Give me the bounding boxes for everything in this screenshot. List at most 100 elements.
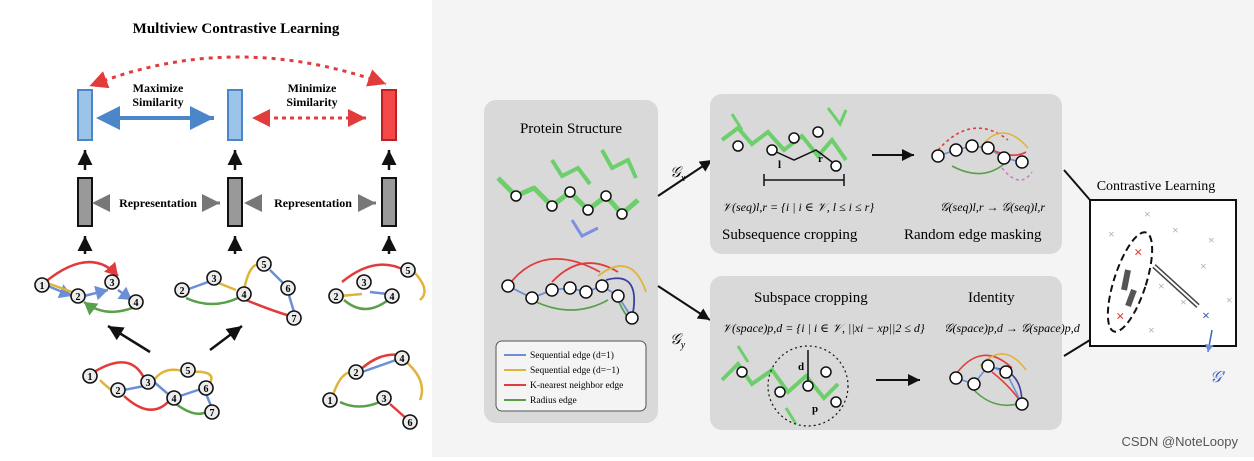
graph-node xyxy=(128,294,144,310)
seq-caption: Subsequence cropping xyxy=(722,227,858,243)
masked-graph xyxy=(931,127,1033,181)
protein-title: Protein Structure xyxy=(520,121,622,137)
graph-node-label: 4 xyxy=(242,290,247,301)
legend-items: Sequential edge (d=1)Sequential edge (d=… xyxy=(504,350,623,406)
gx-label: 𝒢x xyxy=(670,165,686,184)
graph-node-label: 1 xyxy=(328,396,333,407)
identity-caption: Identity xyxy=(968,290,1015,306)
mask-caption: Random edge masking xyxy=(904,227,1042,243)
protein-augmentation-panel: Protein Structure Sequential edge (d=1)S… xyxy=(432,0,1254,457)
graph-node-label: 2 xyxy=(354,368,359,379)
encoder-right xyxy=(381,177,397,227)
graph-node-label: 3 xyxy=(212,274,217,285)
embedding-right xyxy=(381,89,397,141)
seq-formula: 𝒱(seq)l,r = {i | i ∈ 𝒱, l ≤ i ≤ r} xyxy=(722,200,874,214)
space-crop-molecule: d p xyxy=(720,345,849,427)
graph-node-label: 2 xyxy=(116,386,121,397)
graph-node xyxy=(110,382,126,398)
marker-r: r xyxy=(818,153,823,165)
space-caption: Subspace cropping xyxy=(754,290,868,306)
graph-node-label: 3 xyxy=(146,378,151,389)
long-minimize-arrow xyxy=(89,55,387,89)
svg-text:×: × xyxy=(1180,295,1187,309)
space-formula: 𝒱(space)p,d = {i | i ∈ 𝒱, ||xi − xp||2 ≤… xyxy=(722,321,925,335)
gy-label: 𝒢y xyxy=(670,332,686,351)
encoder-left xyxy=(77,177,93,227)
embedding-left xyxy=(77,89,93,141)
maximize-label-1: Maximize xyxy=(133,81,184,95)
graph-node-label: 2 xyxy=(76,292,81,303)
graph-node-label: 4 xyxy=(134,298,139,309)
graph-node-label: 4 xyxy=(172,394,177,405)
legend-label: Radius edge xyxy=(530,396,577,406)
svg-text:×: × xyxy=(1158,279,1165,293)
svg-text:×: × xyxy=(1202,309,1210,324)
graph-node xyxy=(256,256,272,272)
svg-text:×: × xyxy=(1108,227,1115,241)
graph-node-label: 4 xyxy=(400,354,405,365)
svg-text:×: × xyxy=(1172,223,1179,237)
graph-node xyxy=(400,262,416,278)
graph-node-label: 6 xyxy=(408,418,413,429)
identity-formula: 𝒢(space)p,d → 𝒢(space)p,d xyxy=(944,321,1081,335)
graph-node-label: 3 xyxy=(382,394,387,405)
graph-node xyxy=(376,390,392,406)
marker-d: d xyxy=(798,361,804,373)
graph-node-label: 1 xyxy=(88,372,93,383)
graph-node xyxy=(402,414,418,430)
graph-node-label: 7 xyxy=(210,408,215,419)
protein-graph xyxy=(501,258,647,325)
graph-node xyxy=(322,392,338,408)
graph-node xyxy=(174,282,190,298)
edge-legend xyxy=(495,340,647,412)
gprime-label: 𝒢′ xyxy=(1210,369,1225,386)
embedding-space: × × × × × × × × × × × × xyxy=(1106,207,1233,353)
minimize-label-1: Minimize xyxy=(288,81,337,95)
graph-node xyxy=(140,374,156,390)
graph-node-label: 3 xyxy=(110,278,115,289)
svg-text:×: × xyxy=(1200,259,1207,273)
graph-node xyxy=(34,277,50,293)
graph-node xyxy=(280,280,296,296)
legend-label: Sequential edge (d=1) xyxy=(530,350,614,361)
graph-node xyxy=(198,380,214,396)
graph-node-label: 5 xyxy=(186,366,191,377)
graph-full-right xyxy=(330,353,424,421)
svg-text:×: × xyxy=(1148,323,1155,337)
maximize-label-2: Similarity xyxy=(132,95,183,109)
graph-view-left xyxy=(43,260,133,316)
space-augment-box xyxy=(710,276,1062,430)
graph-node xyxy=(394,350,410,366)
graph-node-label: 3 xyxy=(362,278,367,289)
graph-node xyxy=(348,364,364,380)
graph-node xyxy=(204,404,220,420)
marker-l: l xyxy=(778,159,781,171)
branch-arrow-y xyxy=(657,285,711,321)
representation-label-right: Representation xyxy=(274,196,352,210)
contrastive-title: Contrastive Learning xyxy=(1097,179,1216,194)
graph-node xyxy=(82,368,98,384)
graph-node xyxy=(70,288,86,304)
svg-text:×: × xyxy=(1226,293,1233,307)
branch-arrow-x xyxy=(657,159,713,197)
svg-text:×: × xyxy=(1144,207,1151,221)
graph-node xyxy=(104,274,120,290)
graph-node-label: 6 xyxy=(286,284,291,295)
graph-node xyxy=(166,390,182,406)
svg-text:×: × xyxy=(1134,245,1143,261)
mask-formula: 𝒢(seq)l,r → 𝒢(seq)l,r xyxy=(940,200,1045,214)
identity-graph xyxy=(949,353,1029,411)
embedding-middle xyxy=(227,89,243,141)
minimize-label-2: Similarity xyxy=(286,95,337,109)
legend-label: K-nearest neighbor edge xyxy=(530,381,623,391)
graph-node xyxy=(286,310,302,326)
representation-label-left: Representation xyxy=(119,196,197,210)
graph-node xyxy=(236,286,252,302)
marker-p: p xyxy=(812,403,818,415)
multiview-diagram: Multiview Contrastive Learning Maximize … xyxy=(34,21,426,430)
graph-node xyxy=(356,274,372,290)
graph-node-label: 5 xyxy=(406,266,411,277)
protein-molecule-image xyxy=(496,149,640,238)
graph-node xyxy=(328,288,344,304)
